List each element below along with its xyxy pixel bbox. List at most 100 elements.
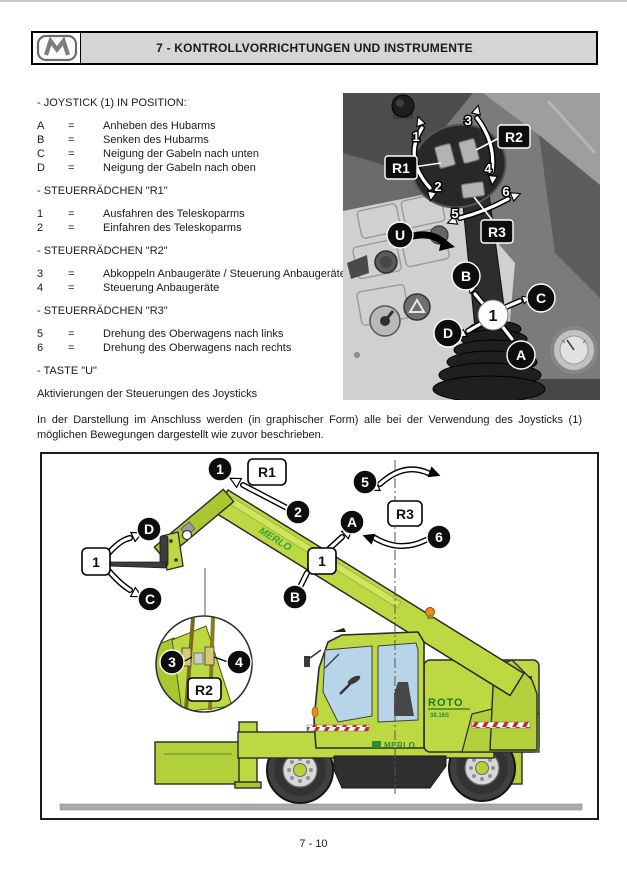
r1-telescope-arrow	[227, 473, 305, 521]
legend-row: 4=Steuerung Anbaugeräte	[37, 282, 220, 294]
diagram-label-c: C	[137, 586, 163, 612]
merlo-logo-icon	[36, 34, 77, 62]
cab	[304, 628, 425, 749]
joystick-photo: 1 2 3 4 5 6 R1 R2 R3	[343, 93, 600, 400]
page-number: 7 - 10	[299, 838, 328, 850]
diagram-label-r2: R2	[187, 677, 222, 702]
photo-label-4: 4	[484, 161, 492, 176]
svg-text:U: U	[395, 227, 405, 243]
section-heading: - STEUERRÄDCHEN "R3"	[37, 305, 168, 317]
svg-text:2: 2	[294, 504, 302, 520]
diagram-label-4: 4	[226, 649, 252, 675]
diagram-label-b: B	[282, 584, 308, 610]
svg-text:R3: R3	[396, 506, 414, 522]
section-heading: - STEUERRÄDCHEN "R2"	[37, 245, 168, 257]
intro-paragraph: In der Darstellung im Anschluss werden (…	[37, 414, 582, 441]
svg-text:R3: R3	[488, 224, 506, 240]
svg-text:B: B	[461, 268, 471, 284]
section-heading: - TASTE "U"	[37, 365, 97, 377]
svg-text:1: 1	[318, 553, 326, 569]
diagram-label-r1: R1	[247, 458, 287, 486]
legend-row: A=Anheben des Hubarms	[37, 120, 216, 132]
ground-line	[59, 803, 583, 811]
fork-upright	[159, 535, 169, 567]
svg-text:B: B	[290, 589, 300, 605]
svg-text:D: D	[144, 521, 154, 537]
diagram-label-5: 5	[352, 469, 378, 495]
photo-label-2: 2	[434, 179, 441, 194]
underbody	[333, 755, 447, 789]
hazard-stripe	[471, 721, 531, 729]
fork-tine	[107, 561, 167, 569]
svg-text:38.16S: 38.16S	[430, 713, 449, 719]
seat	[394, 682, 414, 716]
section-heading: - STEUERRÄDCHEN "R1"	[37, 185, 168, 197]
photo-label-u: U	[386, 221, 455, 251]
ignition-switch	[369, 305, 401, 337]
windshield	[322, 645, 373, 723]
photo-label-c: C	[526, 283, 556, 313]
legend-row: 2=Einfahren des Teleskoparms	[37, 222, 242, 234]
svg-text:D: D	[443, 325, 453, 341]
joystick-head	[411, 123, 507, 209]
svg-text:ROTO: ROTO	[428, 697, 464, 709]
r2-arrow	[471, 103, 499, 186]
diagram-label-r3: R3	[387, 500, 423, 527]
svg-text:5: 5	[361, 474, 369, 490]
photo-label-a: A	[506, 340, 536, 370]
telehandler-diagram: MERLO	[59, 456, 583, 811]
legend-row: C=Neigung der Gabeln nach unten	[37, 148, 259, 160]
svg-text:MERLO: MERLO	[384, 741, 415, 750]
svg-text:R2: R2	[195, 682, 213, 698]
diagram-label-joystick-1-boom: 1	[307, 547, 337, 575]
page-top-edge	[0, 0, 627, 2]
svg-text:3: 3	[168, 654, 176, 670]
photo-label-joystick-1: 1	[477, 299, 509, 331]
steering-wheel	[347, 675, 361, 685]
photo-label-r2: R2	[497, 124, 531, 149]
joystick-direction-arrows	[455, 282, 532, 351]
photo-label-r1: R1	[384, 155, 418, 180]
svg-text:6: 6	[435, 529, 443, 545]
merlo-logo	[33, 33, 81, 63]
diagram-label-3: 3	[159, 649, 185, 675]
thumbwheel-r1	[434, 143, 456, 169]
boom-lift-arrows	[289, 523, 357, 602]
hazard-stripe	[306, 724, 370, 732]
controls-legend: - JOYSTICK (1) IN POSITION: A=Anheben de…	[37, 96, 346, 401]
diagram-label-a: A	[339, 509, 365, 535]
diagram-label-d: D	[136, 516, 162, 542]
diagram-label-2: 2	[285, 499, 311, 525]
legend-row: 5=Drehung des Oberwagens nach links	[37, 328, 284, 340]
svg-text:R1: R1	[258, 464, 276, 480]
svg-text:1: 1	[489, 308, 498, 325]
mirror	[304, 656, 310, 667]
thumbwheel-r3	[460, 181, 486, 199]
model-badge: ROTO 38.16S	[428, 697, 470, 719]
joystick-photo-illustration: 1 2 3 4 5 6 R1 R2 R3	[343, 93, 600, 400]
legend-row: 3=Abkoppeln Anbaugeräte / Steuerung Anba…	[37, 268, 346, 280]
diagram-label-joystick-1-fork: 1	[81, 547, 111, 576]
svg-text:4: 4	[235, 654, 243, 670]
hazard-triangle-button	[403, 293, 431, 321]
photo-label-1: 1	[412, 129, 419, 144]
diagram-label-1-top: 1	[207, 456, 233, 482]
brand-badge: MERLO	[372, 741, 415, 750]
emergency-stop-button-photo	[391, 94, 415, 119]
svg-text:A: A	[516, 347, 526, 363]
legend-row: 6=Drehung des Oberwagens nach rechts	[37, 342, 292, 354]
photo-label-3: 3	[464, 113, 471, 128]
svg-text:R2: R2	[505, 129, 523, 145]
photo-label-r3: R3	[480, 219, 514, 244]
legend-row: 1=Ausfahren des Teleskoparms	[37, 208, 245, 220]
page-header: 7 - KONTROLLVORRICHTUNGEN UND INSTRUMENT…	[31, 31, 598, 65]
toggle-switch	[347, 255, 369, 279]
photo-label-d: D	[433, 318, 463, 348]
pressure-gauge	[550, 326, 598, 374]
page-title: 7 - KONTROLLVORRICHTUNGEN UND INSTRUMENT…	[156, 41, 473, 55]
photo-label-6: 6	[502, 184, 509, 199]
svg-text:A: A	[347, 514, 357, 530]
photo-label-5: 5	[451, 206, 458, 221]
legend-row: B=Senken des Hubarms	[37, 134, 209, 146]
